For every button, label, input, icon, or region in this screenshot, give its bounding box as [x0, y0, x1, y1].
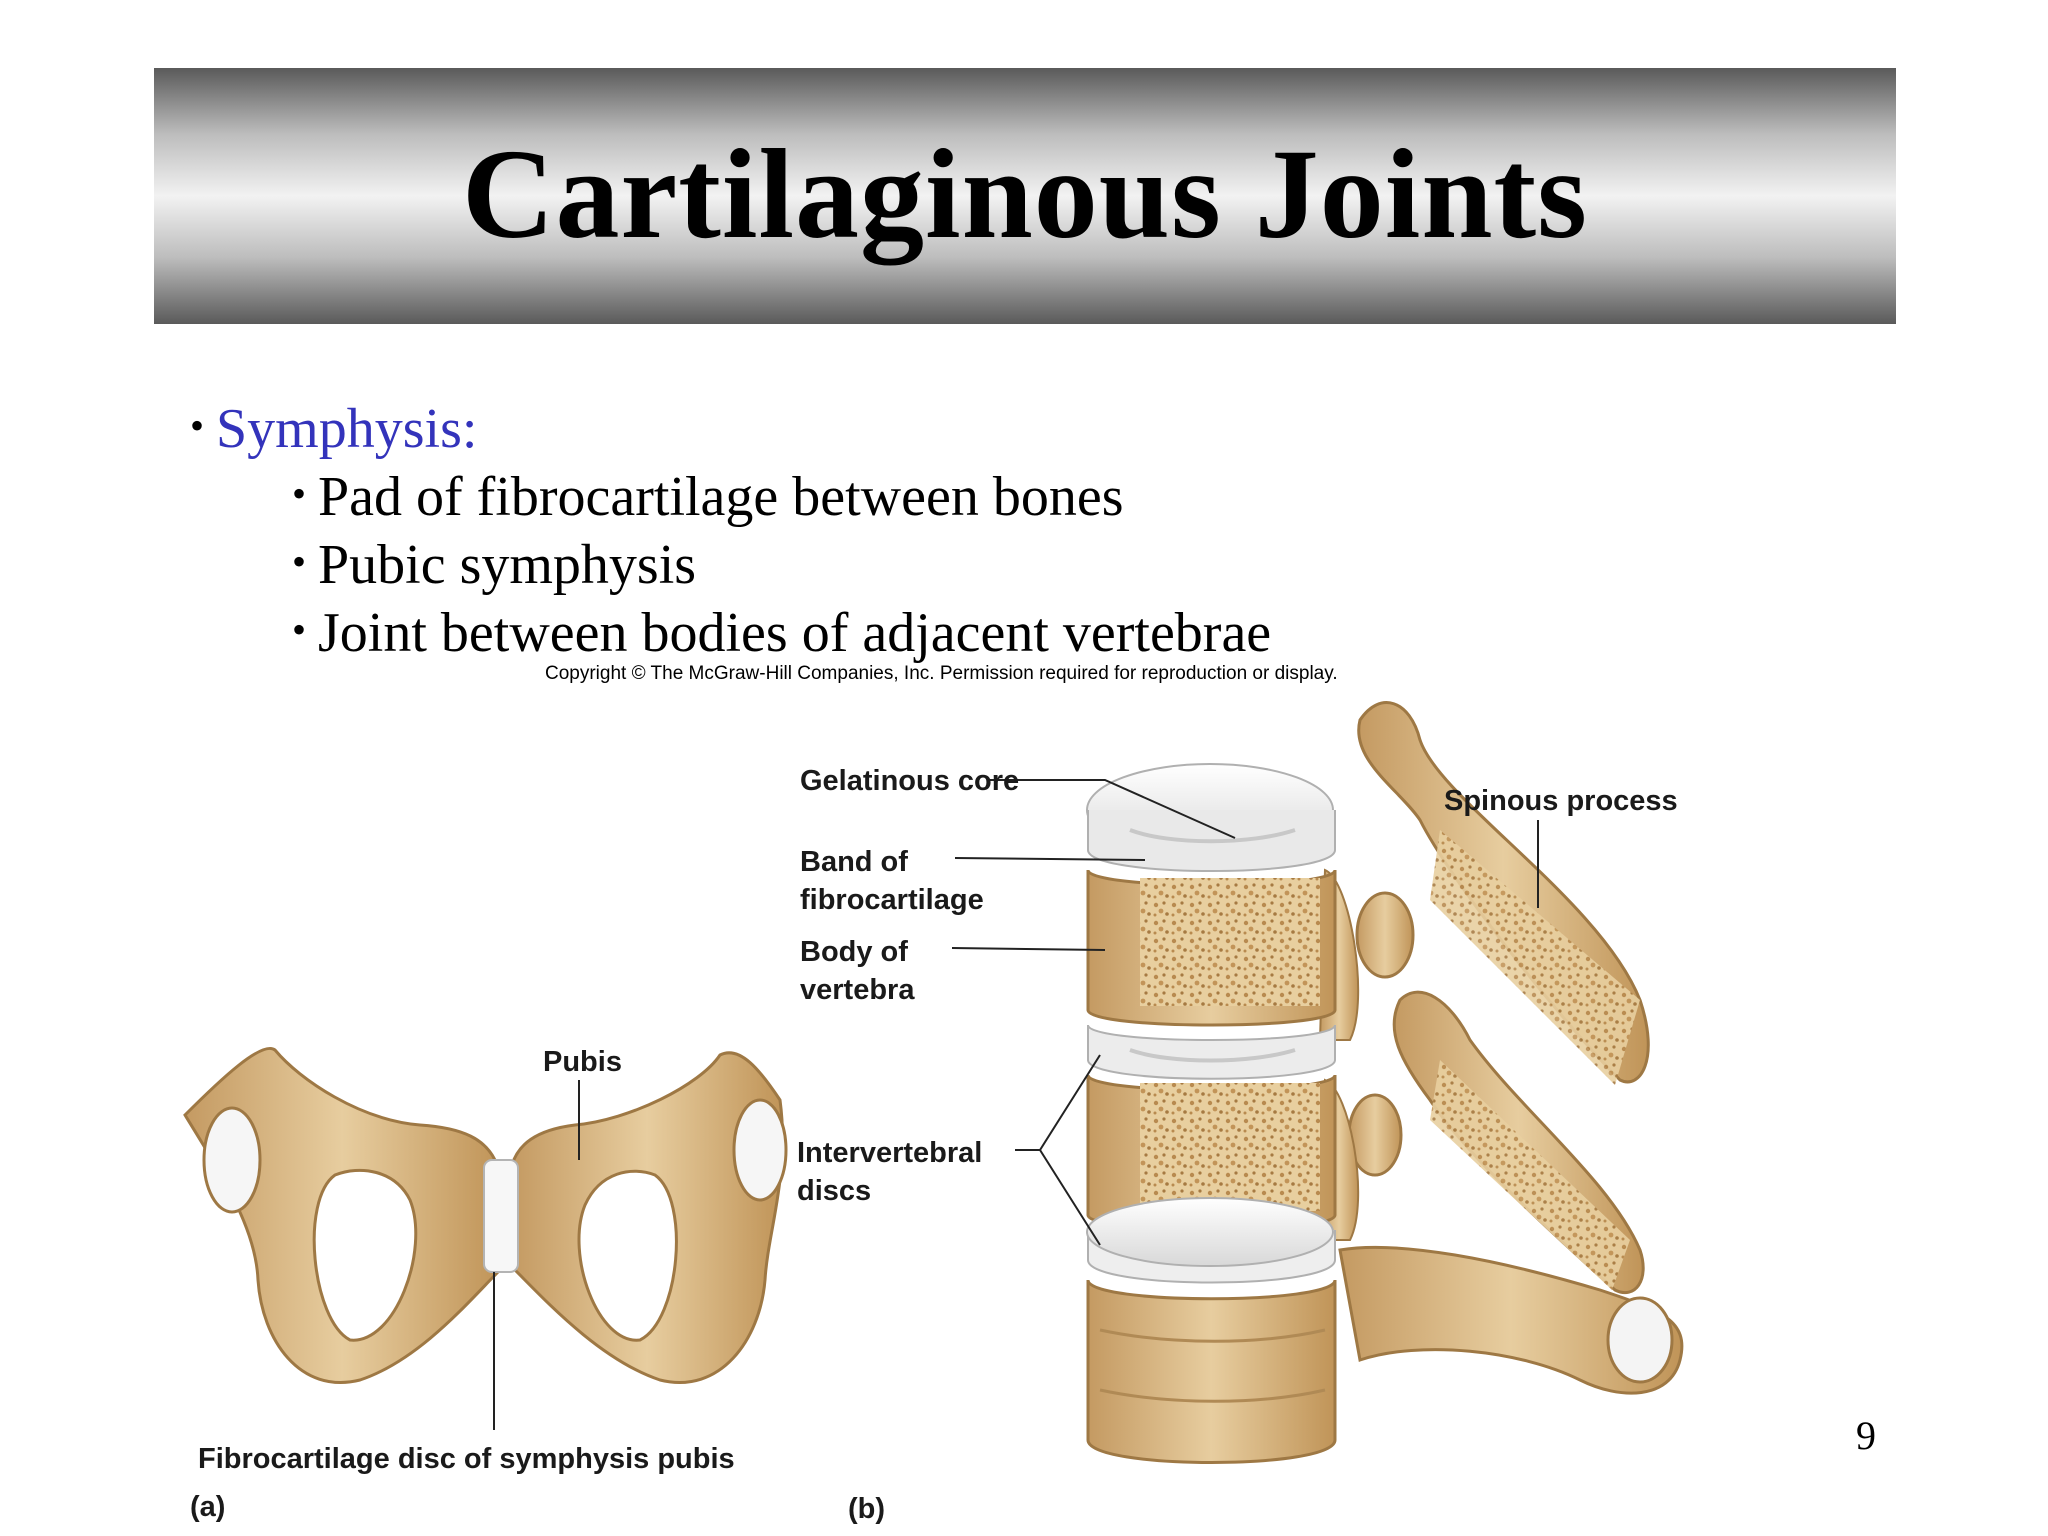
label-body-of-vertebra: Body of vertebra	[800, 936, 915, 1006]
copyright-notice: Copyright © The McGraw-Hill Companies, I…	[545, 663, 1338, 684]
sub-bullet-2-text: Pubic symphysis	[318, 534, 697, 596]
slide-title: Cartilaginous Joints	[462, 123, 1588, 265]
bullet-glyph: •	[292, 471, 307, 516]
sub-bullet-1: •Pad of fibrocartilage between bones	[292, 460, 1123, 531]
pubic-bones	[183, 1047, 788, 1384]
sub-bullet-3-text: Joint between bodies of adjacent vertebr…	[318, 602, 1272, 664]
sub-bullet-3: •Joint between bodies of adjacent verteb…	[292, 596, 1271, 667]
label-spinous-process: Spinous process	[1444, 785, 1678, 817]
label-gelatinous-core: Gelatinous core	[800, 765, 1020, 797]
bullet-symphysis: •Symphysis:	[190, 392, 477, 463]
vertebral-column	[1086, 701, 1684, 1464]
label-fibrocartilage-disc: Fibrocartilage disc of symphysis pubis	[198, 1443, 735, 1475]
label-band-of-fibrocartilage: Band of fibrocartilage	[800, 846, 984, 916]
sub-bullet-2: •Pubic symphysis	[292, 528, 696, 599]
label-pubis: Pubis	[543, 1046, 622, 1078]
label-panel-a: (a)	[190, 1491, 226, 1523]
bullet-glyph: •	[292, 607, 307, 652]
label-intervertebral-discs: Intervertebral discs	[797, 1137, 983, 1207]
bullet-glyph: •	[292, 539, 307, 584]
title-bar: Cartilaginous Joints	[154, 68, 1896, 324]
bullet-glyph: •	[190, 403, 205, 448]
page-number: 9	[1856, 1413, 1876, 1458]
sub-bullet-1-text: Pad of fibrocartilage between bones	[318, 466, 1124, 528]
bullet-symphysis-text: Symphysis:	[216, 398, 478, 460]
label-panel-b: (b)	[848, 1493, 886, 1525]
